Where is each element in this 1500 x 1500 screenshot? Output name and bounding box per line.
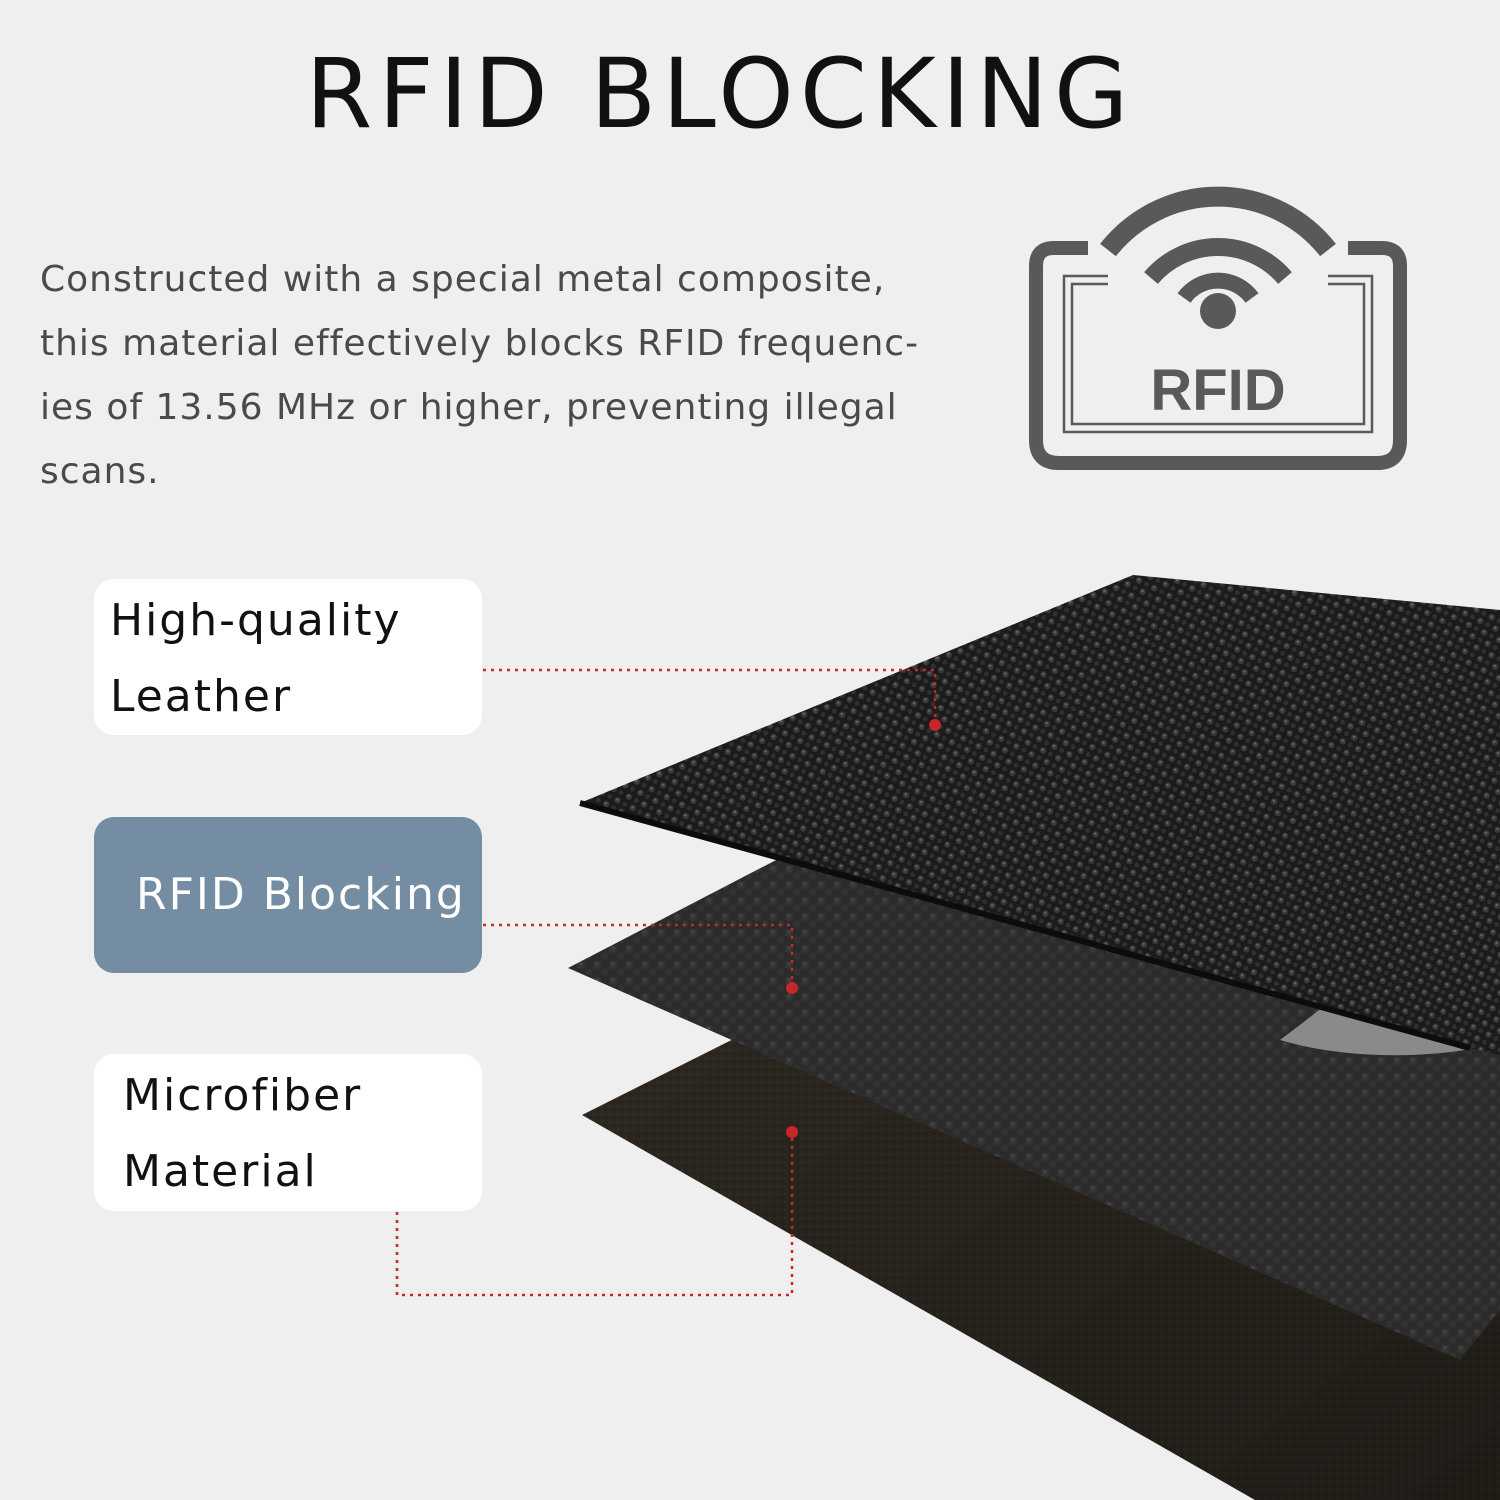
description-line: Constructed with a special metal composi… — [40, 259, 886, 300]
label-line: RFID Blocking — [136, 869, 466, 920]
description-line: scans. — [40, 451, 160, 492]
connector-line-microfiber — [395, 1132, 794, 1297]
connector-dot-rfid — [786, 982, 798, 994]
connector-dot-leather — [929, 719, 941, 731]
label-line: Microfiber — [123, 1070, 363, 1121]
label-line: Leather — [110, 671, 293, 722]
label-microfiber-material: Microfiber Material — [94, 1054, 482, 1211]
description-line: ies of 13.56 MHz or higher, preventing i… — [40, 387, 898, 428]
rfid-wireless-card-icon: RFID — [1029, 186, 1407, 470]
label-line: Material — [123, 1146, 318, 1197]
page-title: RFID BLOCKING — [305, 38, 1135, 150]
rfid-wave-dot — [1200, 293, 1236, 329]
rfid-wave-outer — [1100, 186, 1336, 257]
label-rfid-blocking: RFID Blocking — [94, 817, 482, 973]
label-line: High-quality — [110, 595, 402, 646]
connector-dot-microfiber — [786, 1126, 798, 1138]
leather-layer — [580, 575, 1500, 1055]
leather-layer-edge — [579, 800, 1471, 1051]
label-high-quality-leather: High-quality Leather — [94, 579, 482, 735]
rfid-wave-middle — [1144, 238, 1292, 285]
rfid-icon-label: RFID — [1150, 358, 1285, 423]
rfid-card-inner-frame — [1062, 274, 1374, 434]
description-text: Constructed with a special metal composi… — [40, 248, 940, 504]
rfid-card-inner-frame-2 — [1070, 282, 1366, 426]
connector-line-leather — [483, 668, 937, 725]
description-line: this material effectively blocks RFID fr… — [40, 323, 920, 364]
rfid-card-outline — [1029, 241, 1407, 470]
rfid-wave-inner — [1177, 272, 1259, 304]
